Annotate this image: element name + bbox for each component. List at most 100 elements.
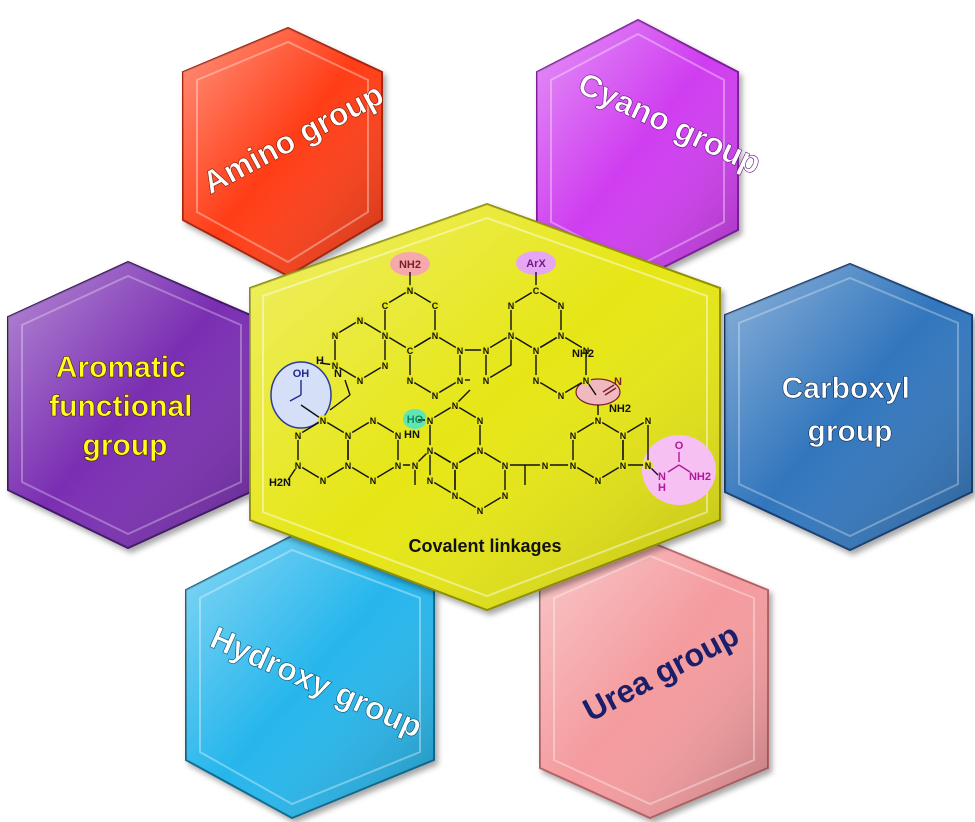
ring-atom-labels: NCNCNCNNNNNNNNNCNNNNNNNNNNNNNNNNNNNNNNNN… [293, 285, 653, 516]
ring-atom: N [570, 461, 577, 471]
ring-atom-bg [556, 330, 566, 340]
ring-atom-bg [430, 390, 440, 400]
label-nh2-cyano: NH2 [609, 403, 631, 415]
ring-atom-bg [481, 375, 491, 385]
hexagon-aromatic: Aromatic functional group [7, 260, 256, 550]
ring-atom-bg [556, 390, 566, 400]
ring-atom-bg [568, 460, 578, 470]
ring-atom: N [533, 376, 540, 386]
ring-atom-bg [293, 430, 303, 440]
ring-atom-bg [380, 330, 390, 340]
arx-highlight [516, 251, 556, 275]
label-oh: OH [293, 368, 310, 380]
ring-atom: N [483, 346, 490, 356]
ring-atom-bg [618, 460, 628, 470]
ring-atom: N [645, 416, 652, 426]
ring-atom: N [508, 301, 515, 311]
ring-atom: N [395, 431, 402, 441]
ring-atom-bg [380, 300, 390, 310]
ring-atom-bg [380, 360, 390, 370]
ring-atom-bg [368, 415, 378, 425]
hexagon-center [249, 202, 721, 612]
ring-atom: N [583, 346, 590, 356]
ring-atom: N [320, 476, 327, 486]
center-label: Covalent linkages [408, 536, 561, 556]
ring-atom: N [382, 361, 389, 371]
label-urea-nh2: NH2 [689, 471, 711, 483]
label-nh2-top: NH2 [399, 259, 421, 271]
ring-atom: C [533, 286, 540, 296]
ring-atom-bg [531, 375, 541, 385]
ring-atom-bg [506, 300, 516, 310]
ring-atom: N [432, 391, 439, 401]
ring-atom-bg [475, 415, 485, 425]
ring-atom: N [357, 376, 364, 386]
ring-atom: N [427, 416, 434, 426]
ring-atom: N [357, 316, 364, 326]
ring-atom-bg [430, 300, 440, 310]
ring-atom-bg [410, 460, 420, 470]
hexagon-cyano: Cyano group [536, 18, 767, 282]
ring-atom: N [452, 401, 459, 411]
hydroxy-highlight [403, 409, 427, 429]
ring-atom: C [407, 346, 414, 356]
ring-atom-bg [643, 415, 653, 425]
hexagon-carboxyl: Carboxyl group [724, 262, 973, 552]
ring-atom: N [345, 461, 352, 471]
ring-atom: N [407, 286, 414, 296]
ring-atom-bg [531, 345, 541, 355]
ring-atom-bg [500, 490, 510, 500]
label-urea-h: H [658, 482, 666, 494]
ring-atom: N [620, 461, 627, 471]
ring-atom: N [558, 301, 565, 311]
ring-atom: N [345, 431, 352, 441]
ring-atom: N [382, 331, 389, 341]
ring-atom: N [542, 461, 549, 471]
ring-atom-bg [393, 430, 403, 440]
ring-atom-bg [506, 330, 516, 340]
ring-atom: N [502, 461, 509, 471]
ring-atom: N [595, 476, 602, 486]
ring-atom: N [645, 461, 652, 471]
ring-atom: N [295, 461, 302, 471]
label-nh2-right-upper: NH2 [572, 348, 594, 360]
ring-atom-bg [425, 415, 435, 425]
substituent-labels: NH2 ArX NH2 OH HO HN H N N NH2 H2N O H N… [269, 258, 711, 494]
ring-atom: N [332, 361, 339, 371]
ring-atom: N [370, 476, 377, 486]
ring-atom-bg [593, 415, 603, 425]
ring-atom-bg [368, 475, 378, 485]
ring-atom-bg [618, 430, 628, 440]
ring-atom-bg [531, 285, 541, 295]
ring-atom: N [570, 431, 577, 441]
ring-atom: C [432, 301, 439, 311]
ring-atom: N [407, 376, 414, 386]
hexagon-aromatic-label: Aromatic functional group [49, 351, 201, 462]
ring-atom: N [477, 506, 484, 516]
ring-atom: N [583, 376, 590, 386]
label-urea-o: O [675, 440, 684, 452]
ring-atom-bg [425, 475, 435, 485]
ring-atom: N [457, 376, 464, 386]
ring-atom-bg [481, 345, 491, 355]
ring-atom-bg [330, 330, 340, 340]
ring-atom: C [382, 301, 389, 311]
ring-atom: N [412, 461, 419, 471]
label-h2n-left: H2N [269, 477, 291, 489]
ring-atom: N [432, 331, 439, 341]
ring-atom-bg [556, 300, 566, 310]
ring-atom: N [457, 346, 464, 356]
hexagon-urea: Urea group [539, 540, 769, 820]
urea-highlight [642, 435, 716, 505]
ring-atom: N [427, 446, 434, 456]
ring-atom-bg [450, 490, 460, 500]
ring-atom: N [295, 431, 302, 441]
ring-atom-bg [318, 475, 328, 485]
ring-atom-bg [455, 375, 465, 385]
label-arx: ArX [526, 258, 546, 270]
ring-atom-bg [430, 330, 440, 340]
ring-atom: N [370, 416, 377, 426]
ring-atom-bg [455, 345, 465, 355]
